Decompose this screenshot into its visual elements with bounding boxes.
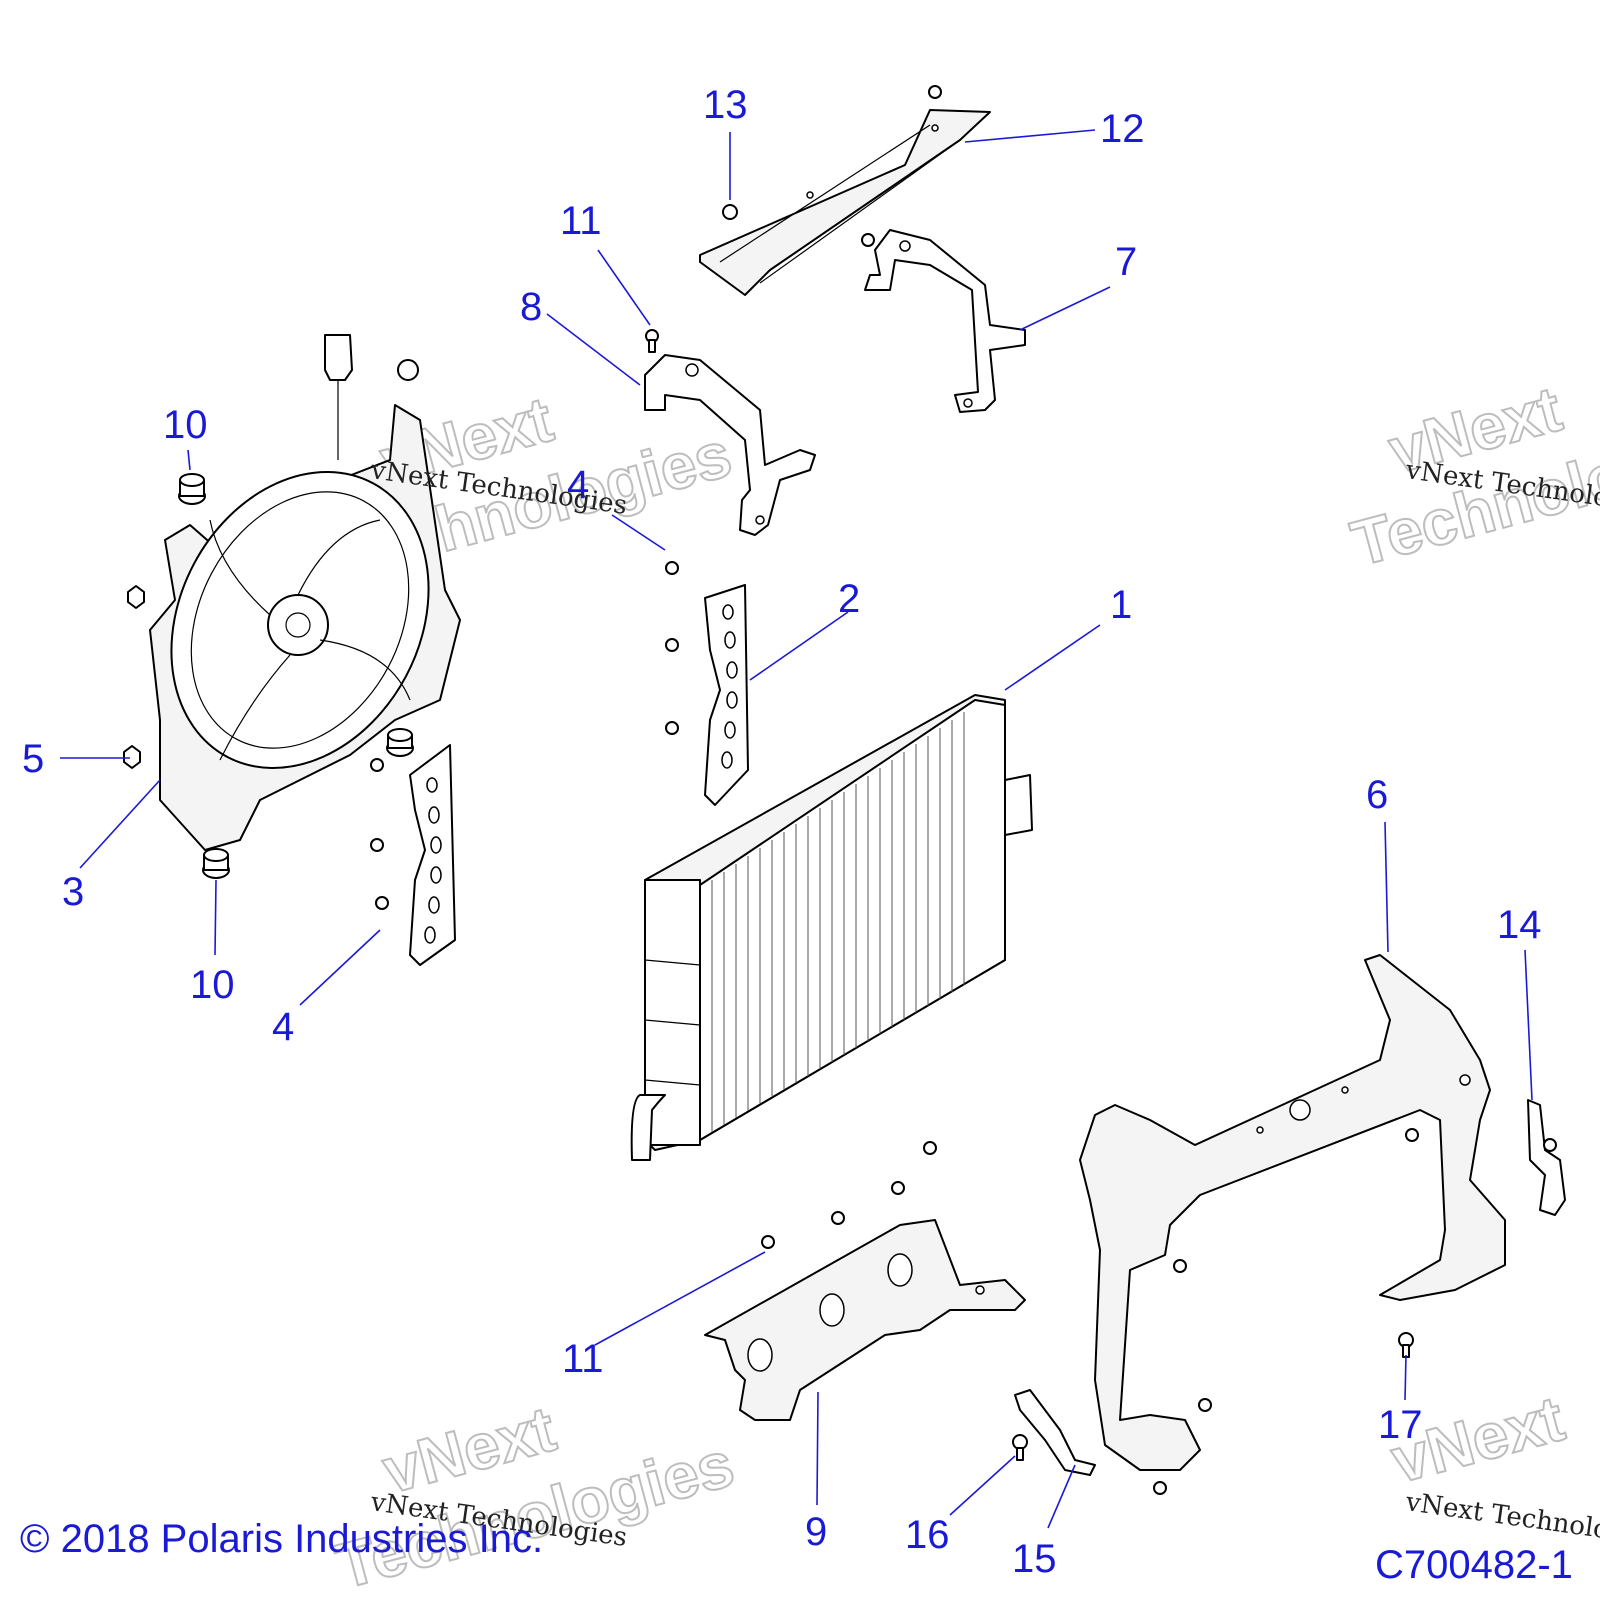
- callout-1: 1: [1110, 583, 1132, 627]
- callout-14: 14: [1497, 903, 1542, 947]
- callout-10: 10: [190, 963, 235, 1007]
- part-16-screw: [1012, 1434, 1028, 1461]
- callout-10: 10: [163, 403, 208, 447]
- copyright-text: © 2018 Polaris Industries Inc.: [20, 1517, 543, 1561]
- part-10-grommet: [202, 848, 230, 879]
- grommet: [386, 728, 414, 757]
- callout-11: 11: [560, 199, 602, 243]
- part-11-screw: [645, 329, 659, 353]
- callout-3: 3: [62, 870, 84, 914]
- radiator-fins: [711, 712, 965, 1132]
- callout-6: 6: [1366, 773, 1388, 817]
- part-12-upper-shroud: [699, 109, 991, 296]
- part-11-screw-lower: [761, 1141, 937, 1249]
- part-10-grommet: [178, 473, 206, 505]
- drawing-code: C700482-1: [1375, 1543, 1573, 1587]
- part-7-bracket: [861, 229, 1026, 413]
- callout-13: 13: [703, 83, 748, 127]
- part-3-fan-shroud: [149, 334, 461, 851]
- part-6-front-frame: [1079, 954, 1506, 1495]
- part-8-bracket: [644, 354, 816, 536]
- part-13-screw: [722, 85, 942, 220]
- part-5-nut: [123, 585, 145, 769]
- callout-15: 15: [1012, 1537, 1057, 1581]
- part-15-clip: [1014, 1389, 1096, 1476]
- callout-labels: 1 2 3 4 4 5 6 7 8 9 10 10 11 11 12 13 14…: [22, 83, 1542, 1581]
- callout-11: 11: [562, 1337, 604, 1381]
- callout-9: 9: [805, 1510, 827, 1554]
- callout-2: 2: [838, 577, 860, 621]
- callout-8: 8: [520, 285, 542, 329]
- callout-4: 4: [567, 463, 589, 507]
- part-1-radiator: [630, 694, 1033, 1161]
- leader-lines: [60, 129, 1533, 1529]
- part-14-bracket: [1527, 1099, 1566, 1216]
- part-2-side-bracket-left: [409, 744, 456, 966]
- part-9-lower-bracket: [704, 1219, 1026, 1421]
- callout-7: 7: [1115, 240, 1137, 284]
- callout-12: 12: [1100, 107, 1145, 151]
- part-4-screw: [370, 758, 389, 910]
- part-17-screw: [1398, 1332, 1414, 1358]
- callout-16: 16: [905, 1513, 950, 1557]
- callout-5: 5: [22, 737, 44, 781]
- part-2-side-bracket: [665, 561, 749, 806]
- callout-4: 4: [272, 1005, 294, 1049]
- callout-17: 17: [1378, 1403, 1423, 1447]
